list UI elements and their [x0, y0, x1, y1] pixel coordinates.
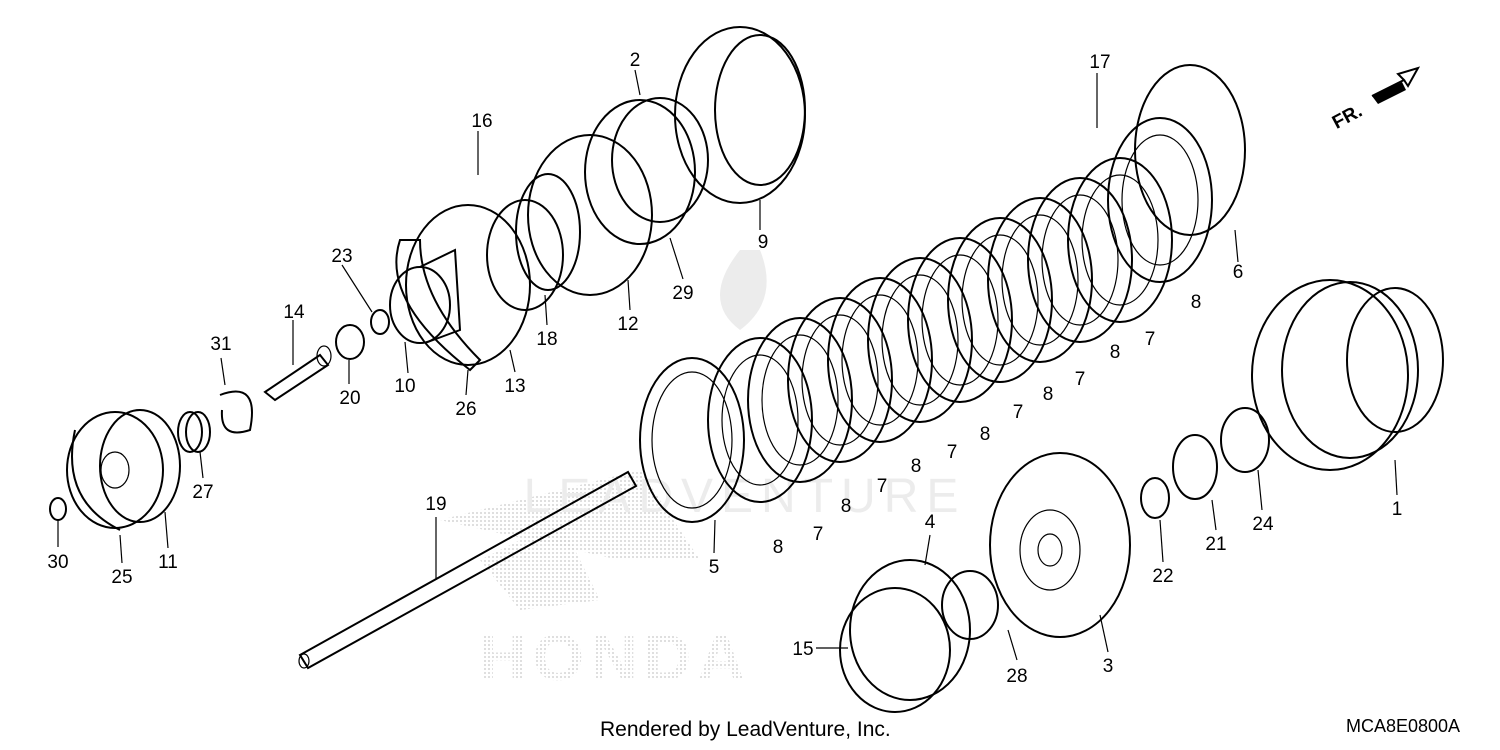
callout-15: 15 [792, 639, 813, 660]
credit-text: Rendered by LeadVenture, Inc. [600, 718, 891, 741]
ring-24 [1220, 407, 1270, 473]
ring-29 [584, 99, 696, 245]
callout-7: 7 [1075, 369, 1086, 390]
callout-2: 2 [630, 50, 641, 71]
nut-21 [1172, 434, 1218, 500]
circlip-31 [219, 390, 253, 434]
callout-8: 8 [980, 424, 991, 445]
callout-7: 7 [877, 476, 888, 497]
callout-23: 23 [331, 246, 352, 267]
bearing-27 [177, 411, 211, 453]
clutch-pack [639, 64, 1246, 523]
direction-label: FR. [1329, 101, 1366, 134]
callout-11: 11 [158, 552, 178, 573]
callout-10: 10 [394, 376, 415, 397]
callout-14: 14 [283, 302, 305, 323]
callout-7: 7 [947, 442, 958, 463]
hub-3 [989, 452, 1131, 638]
damper-18 [486, 199, 564, 311]
seal-4 [849, 559, 971, 701]
leader-lines [57, 69, 1398, 661]
callout-21: 21 [1205, 534, 1226, 555]
callout-7: 7 [1013, 402, 1024, 423]
callout-1: 1 [1392, 499, 1403, 520]
callout-13: 13 [504, 376, 525, 397]
seal-16 [515, 173, 581, 291]
callout-30: 30 [47, 552, 68, 573]
callout-8: 8 [1191, 292, 1202, 313]
piston-12 [527, 134, 653, 296]
shaft-14 [263, 345, 332, 402]
callout-20: 20 [339, 388, 360, 409]
callout-25: 25 [111, 567, 132, 588]
callout-12: 12 [617, 314, 638, 335]
callout-22: 22 [1152, 566, 1173, 587]
callout-8: 8 [911, 456, 922, 477]
callout-3: 3 [1103, 656, 1114, 677]
callout-9: 9 [758, 232, 769, 253]
shaft-19 [298, 470, 638, 670]
callout-28: 28 [1006, 666, 1027, 687]
ring-15 [839, 587, 951, 713]
hub-10 [389, 248, 462, 344]
callout-27: 27 [192, 482, 213, 503]
callout-8: 8 [773, 537, 784, 558]
callout-16: 16 [471, 111, 492, 132]
callout-5: 5 [709, 557, 720, 578]
callout-8: 8 [1110, 342, 1121, 363]
spring-13 [405, 204, 531, 366]
end-plate-6 [1134, 64, 1246, 236]
callout-18: 18 [536, 329, 557, 350]
diagram-code: MCA8E0800A [1346, 716, 1461, 736]
callout-7: 7 [813, 524, 824, 545]
callout-7: 7 [1145, 329, 1156, 350]
outer-drum-1 [1251, 279, 1444, 471]
front-arrow-icon [1371, 66, 1421, 104]
callout-24: 24 [1252, 514, 1274, 535]
drum-9 [674, 26, 806, 204]
washer-30 [49, 497, 67, 521]
callout-17: 17 [1089, 52, 1110, 73]
honda-watermark: HONDA LEADVENTURE [440, 250, 967, 694]
ring-2 [611, 97, 709, 223]
watermark-overlay: LEADVENTURE [524, 470, 967, 523]
watermark-brand: HONDA [479, 620, 751, 694]
end-plate-5 [639, 357, 745, 523]
nut-20 [335, 324, 365, 360]
seal-28 [941, 570, 999, 640]
callout-8: 8 [841, 496, 852, 517]
callout-6: 6 [1233, 262, 1244, 283]
housing-11 [66, 409, 181, 529]
callout-29: 29 [672, 283, 693, 304]
callout-labels: 1234569101112131415161718192021222324252… [47, 50, 1402, 687]
washer-23 [370, 309, 390, 335]
washer-22 [1140, 477, 1170, 519]
callout-19: 19 [425, 494, 446, 515]
callout-8: 8 [1043, 384, 1054, 405]
snap-ring-25 [71, 429, 121, 531]
callout-4: 4 [925, 512, 936, 533]
callout-26: 26 [455, 399, 476, 420]
callout-31: 31 [210, 334, 231, 355]
